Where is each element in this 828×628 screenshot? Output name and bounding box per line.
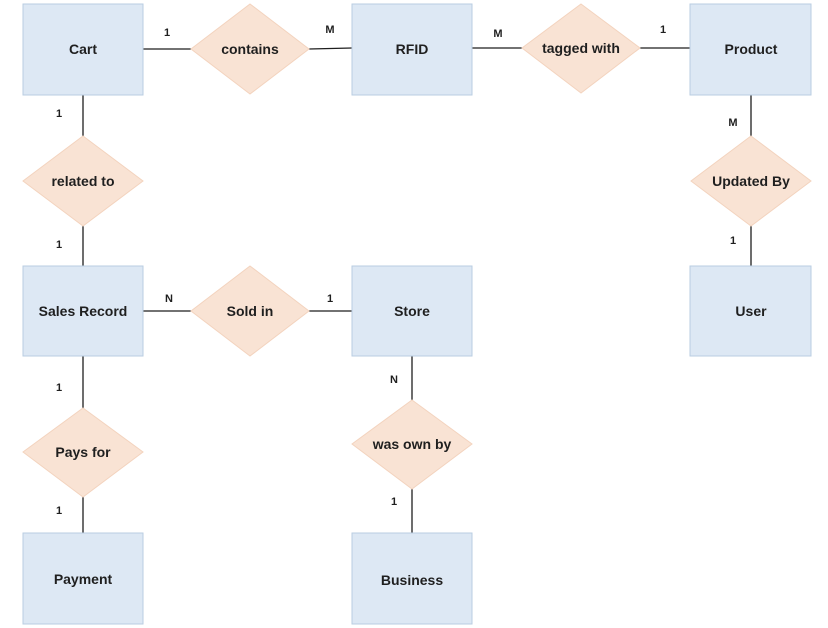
connector-contains-rfid (308, 47, 353, 50)
entity-rfid: RFID (351, 3, 473, 96)
entity-payment-box (22, 532, 144, 625)
relationship-related-to-label: related to (51, 173, 114, 189)
relationship-updated-by-label: Updated By (712, 173, 790, 189)
relationship-was-own-by-diamond (351, 399, 473, 490)
cardinality-own-business: 1 (391, 496, 397, 508)
relationship-updated-by: Updated By (690, 135, 812, 227)
cardinality-related-sales: 1 (56, 239, 62, 251)
entity-business-box (351, 532, 473, 625)
relationship-sold-in: Sold in (190, 265, 310, 357)
cardinality-store-own: N (390, 374, 398, 386)
entity-product-label: Product (725, 41, 778, 57)
cardinality-sales-sold: N (165, 293, 173, 305)
relationship-pays-for-diamond (22, 407, 144, 498)
cardinality-labels: 1 M M 1 1 1 M 1 N 1 1 1 N 1 (56, 24, 738, 517)
relationship-sold-in-label: Sold in (227, 303, 274, 319)
relationship-was-own-by-label: was own by (372, 436, 452, 452)
relationship-was-own-by: was own by (351, 399, 473, 490)
relationship-tagged-with: tagged with (521, 3, 641, 94)
relationship-tagged-with-label: tagged with (542, 40, 620, 56)
cardinality-cart-contains: 1 (164, 27, 170, 39)
relationship-related-to: related to (22, 135, 144, 227)
cardinality-sold-store: 1 (327, 293, 333, 305)
cardinality-product-updated: M (728, 117, 737, 129)
relationship-contains: contains (190, 3, 310, 95)
entity-product: Product (689, 3, 812, 96)
entity-user-box (689, 265, 812, 357)
entity-sales-record-label: Sales Record (39, 303, 128, 319)
entity-user-label: User (735, 303, 767, 319)
entity-store: Store (351, 265, 473, 357)
cardinality-contains-rfid: M (325, 24, 334, 36)
cardinality-rfid-tagged: M (493, 28, 502, 40)
cardinality-updated-user: 1 (730, 235, 736, 247)
entity-cart: Cart (22, 3, 144, 96)
relationship-pays-for: Pays for (22, 407, 144, 498)
cardinality-sales-pays: 1 (56, 382, 62, 394)
cardinality-tagged-product: 1 (660, 24, 666, 36)
relationship-sold-in-diamond (190, 265, 310, 357)
cardinality-cart-related: 1 (56, 108, 62, 120)
entity-sales-record-box (22, 265, 144, 357)
entity-user: User (689, 265, 812, 357)
entity-business-label: Business (381, 572, 443, 588)
entity-store-label: Store (394, 303, 430, 319)
relationship-tagged-with-diamond (521, 3, 641, 94)
entity-rfid-box (351, 3, 473, 96)
cardinality-pays-payment: 1 (56, 505, 62, 517)
relationship-contains-label: contains (221, 41, 279, 57)
relationship-contains-diamond (190, 3, 310, 95)
relationship-pays-for-label: Pays for (55, 444, 111, 460)
relationship-updated-by-diamond (690, 135, 812, 227)
entity-cart-box (22, 3, 144, 96)
entity-store-box (351, 265, 473, 357)
entity-product-box (689, 3, 812, 96)
entity-sales-record: Sales Record (22, 265, 144, 357)
relationship-related-to-diamond (22, 135, 144, 227)
entity-rfid-label: RFID (396, 41, 429, 57)
entity-payment-label: Payment (54, 571, 113, 587)
entity-cart-label: Cart (69, 41, 97, 57)
entity-business: Business (351, 532, 473, 625)
connectors (82, 47, 752, 533)
entity-payment: Payment (22, 532, 144, 625)
